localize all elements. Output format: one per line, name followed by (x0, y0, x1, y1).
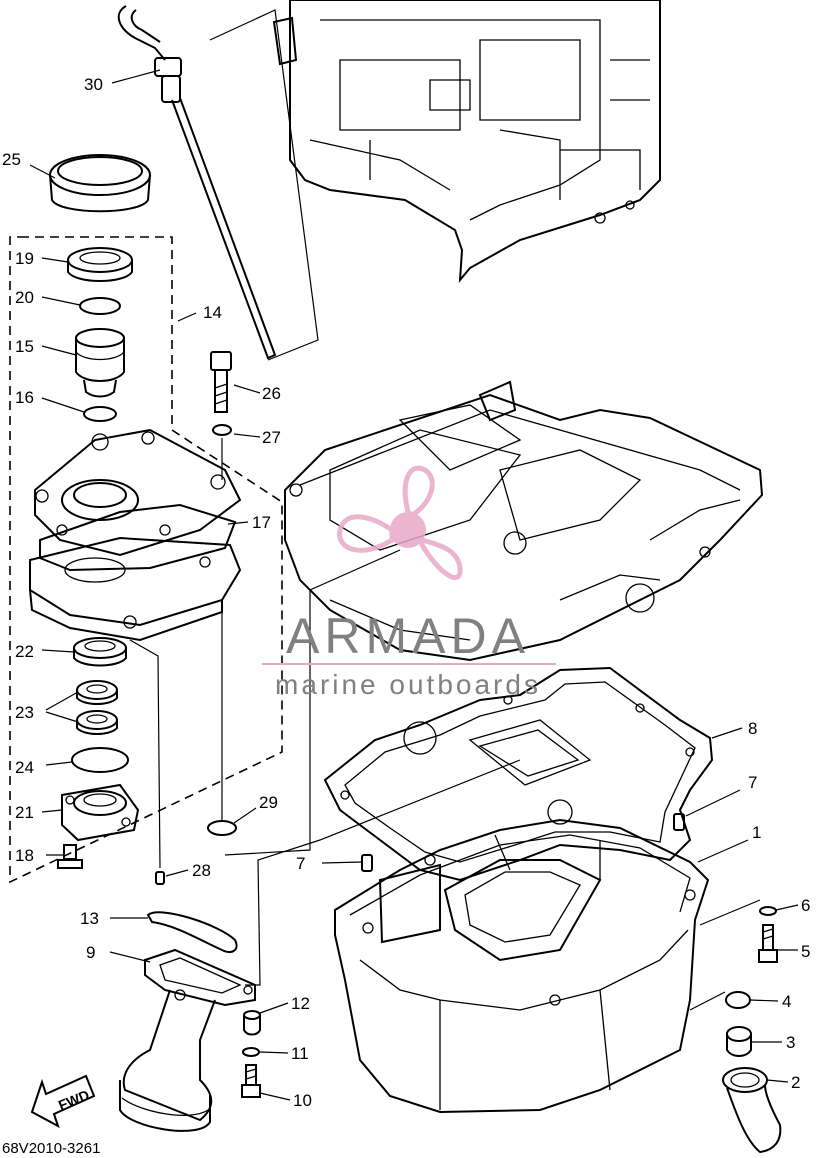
callout-6: 6 (801, 896, 810, 915)
gasket-4 (725, 991, 751, 1009)
callout-14: 14 (203, 303, 222, 322)
callout-28: 28 (192, 861, 211, 880)
callout-27: 27 (262, 428, 281, 447)
washer-27 (212, 424, 232, 436)
oil-seal-25 (49, 154, 151, 213)
callout-30: 30 (84, 75, 103, 94)
gasket-17 (39, 503, 237, 572)
oil-seal-22 (73, 637, 127, 667)
dowel-7-left (361, 854, 373, 872)
callout-22: 22 (15, 642, 34, 661)
callout-4: 4 (782, 992, 791, 1011)
callout-21: 21 (15, 803, 34, 822)
bolt-5 (758, 924, 778, 963)
o-ring-20 (79, 297, 121, 315)
bolt-18 (57, 844, 83, 869)
fwd-arrow: FWD (30, 1074, 96, 1129)
callout-8: 8 (748, 719, 757, 738)
bolt-26 (210, 351, 232, 413)
engine-block (272, 0, 661, 284)
watermark-brand: ARMADA (286, 608, 530, 664)
dowel-7-right (673, 813, 685, 831)
callout-19: 19 (15, 249, 34, 268)
dipstick-guide-leader (209, 9, 319, 361)
dowel-28 (155, 871, 165, 885)
callout-1: 1 (752, 823, 761, 842)
washer-11 (242, 1047, 260, 1057)
exhaust-guide (284, 380, 764, 662)
callout-7-right: 7 (748, 773, 757, 792)
sleeve-15 (75, 328, 125, 398)
washer-29 (207, 820, 237, 836)
callout-18: 18 (15, 846, 34, 865)
o-ring-16 (83, 406, 117, 422)
callout-numbers: 30 25 19 20 14 15 26 16 27 17 22 23 24 2… (2, 75, 810, 1110)
callout-23: 23 (15, 703, 34, 722)
callout-26: 26 (262, 384, 281, 403)
dipstick (117, 5, 277, 360)
callout-15: 15 (15, 337, 34, 356)
callout-13: 13 (80, 909, 99, 928)
callout-20: 20 (15, 288, 34, 307)
fwd-label: FWD (56, 1087, 92, 1114)
callout-11: 11 (291, 1044, 309, 1063)
seal-housing-21 (61, 783, 140, 842)
oil-strainer-9 (119, 948, 256, 1132)
callout-12: 12 (291, 994, 310, 1013)
callout-29: 29 (259, 793, 278, 812)
callout-16: 16 (15, 388, 34, 407)
drain-plug-3 (726, 1026, 752, 1057)
callout-2: 2 (791, 1073, 800, 1092)
clip-13 (146, 911, 238, 953)
armada-watermark: ARMADA marine outboards (262, 465, 556, 700)
callout-3: 3 (786, 1033, 795, 1052)
callout-leaders (29, 69, 799, 1101)
oil-seal-19 (67, 247, 133, 282)
callout-17: 17 (252, 513, 271, 532)
oil-seals-23 (76, 680, 118, 735)
callout-10: 10 (293, 1091, 312, 1110)
callout-24: 24 (15, 758, 34, 777)
propeller-logo (337, 465, 463, 581)
callout-25: 25 (2, 150, 21, 169)
washer-6 (759, 906, 777, 916)
bolt-10 (241, 1064, 261, 1098)
assembly-14-outline (9, 236, 283, 884)
collar-12 (243, 1010, 261, 1036)
callout-5: 5 (801, 942, 810, 961)
callout-9: 9 (86, 943, 95, 962)
diagram-code: 68V2010-3261 (2, 1140, 100, 1157)
oil-pan (334, 818, 710, 1114)
o-ring-24 (71, 747, 129, 773)
watermark-tagline: marine outboards (275, 669, 541, 700)
oil-pump-cover (34, 428, 242, 557)
callout-7-left: 7 (296, 854, 305, 873)
